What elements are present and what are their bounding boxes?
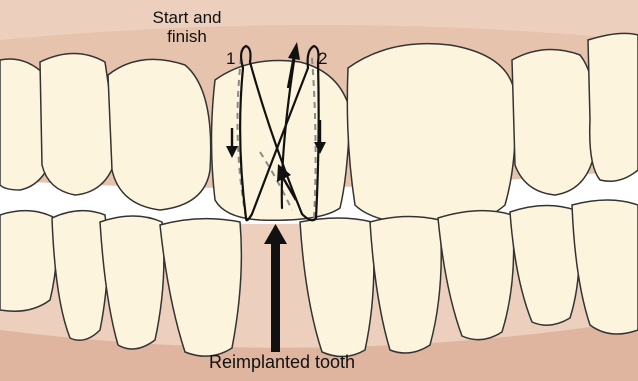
start-finish-label: Start and finish [142, 8, 232, 46]
lower-far-left-tooth [0, 211, 57, 312]
upper-right-lateral-incisor [512, 50, 596, 195]
point-1-label: 1 [226, 49, 235, 69]
upper-right-central-incisor [347, 44, 515, 226]
start-finish-label-line1: Start and [142, 8, 232, 27]
upper-right-canine [588, 33, 638, 181]
upper-left-lateral-incisor [108, 59, 211, 210]
start-finish-label-line2: finish [142, 27, 232, 46]
point-2-label: 2 [318, 49, 327, 69]
reimplanted-tooth-caption: Reimplanted tooth [182, 352, 382, 373]
upper-left-canine [40, 54, 118, 196]
